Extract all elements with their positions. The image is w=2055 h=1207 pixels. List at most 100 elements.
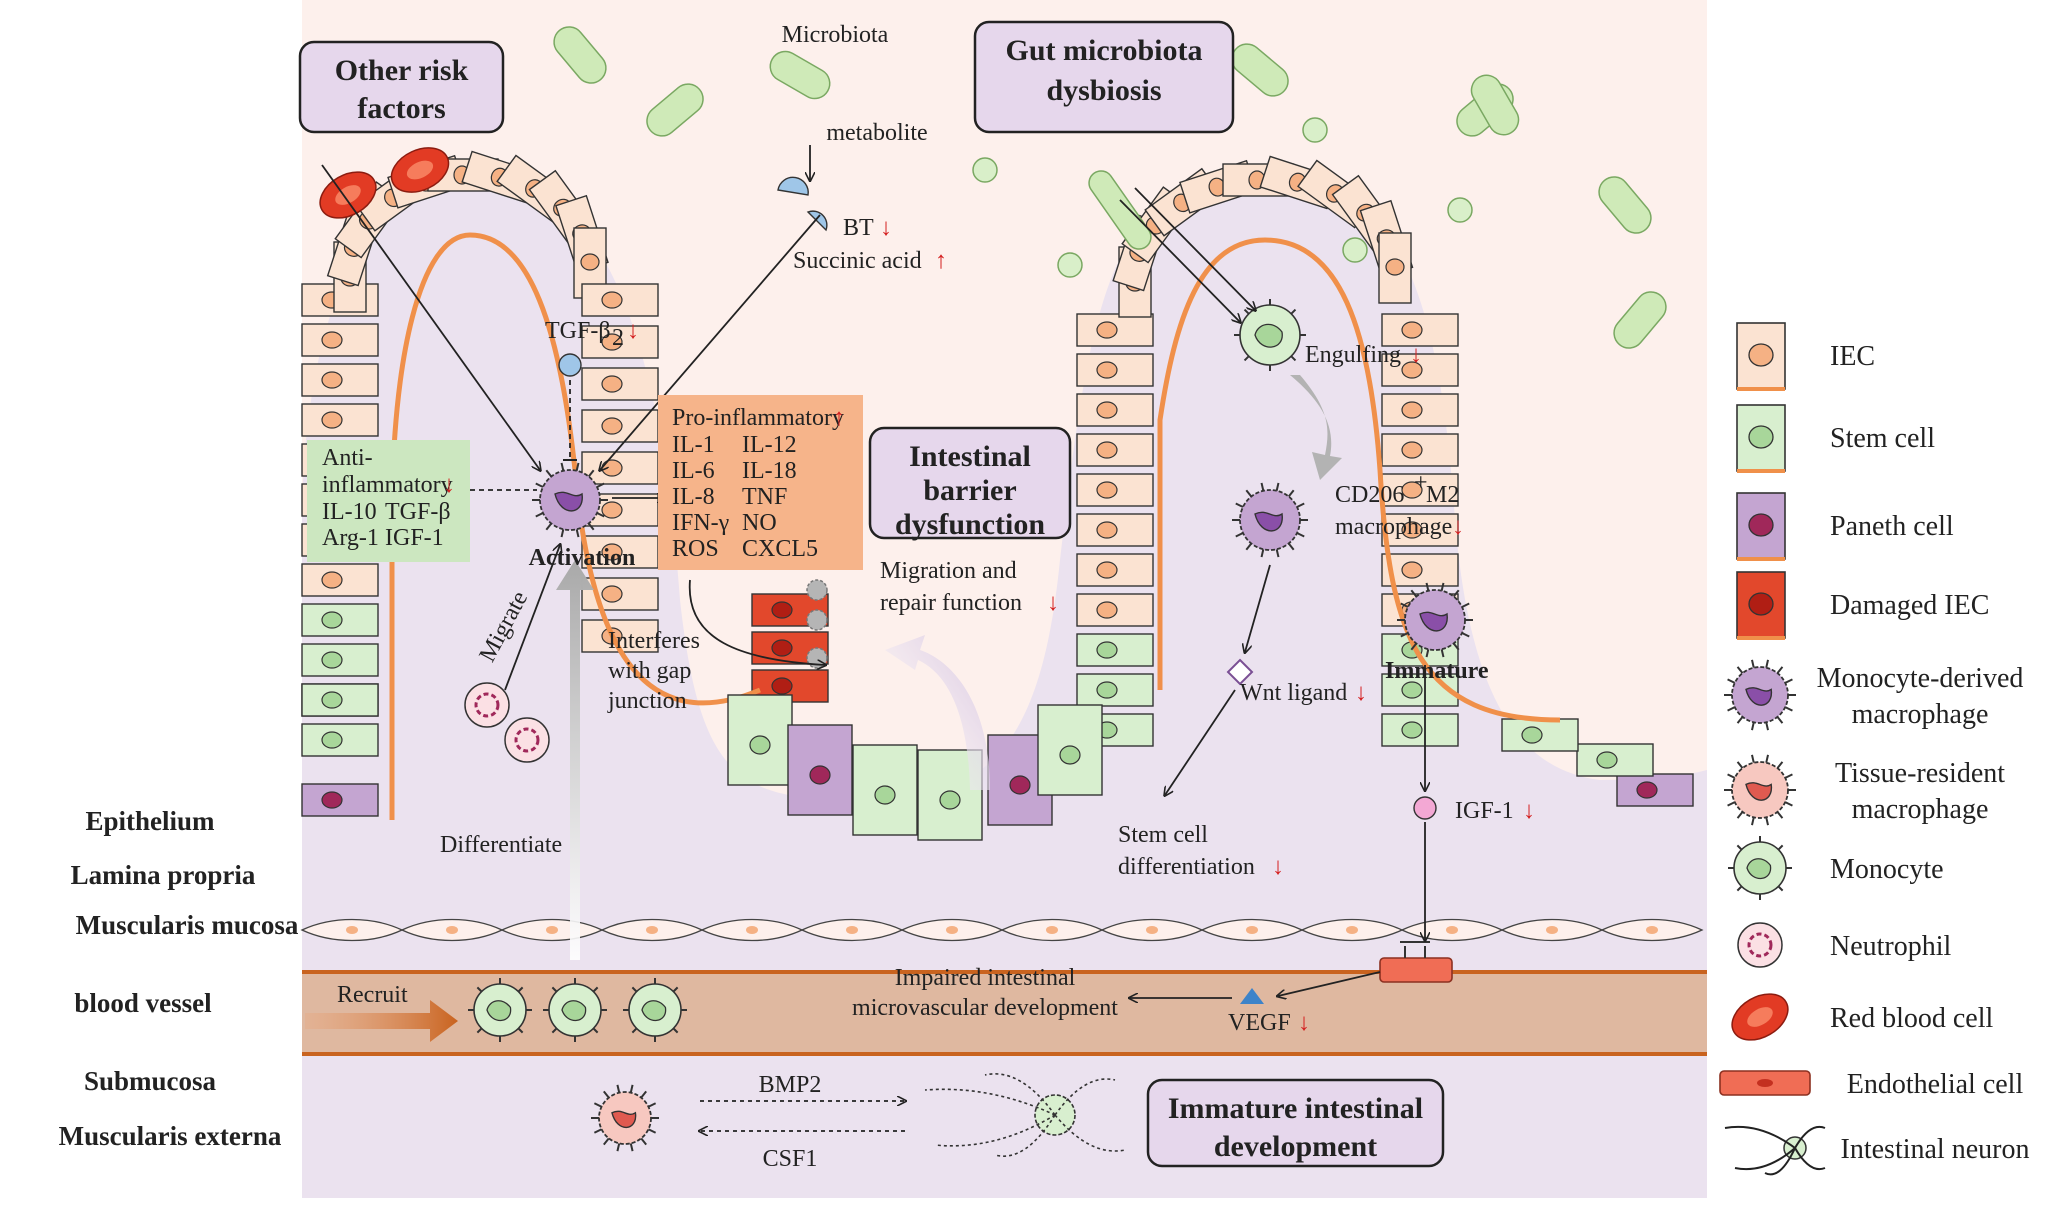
bacterium-rod-icon xyxy=(1598,176,1652,234)
up-indicator: ↑ xyxy=(833,405,845,431)
pro-cytokine: IL-12 xyxy=(742,432,797,458)
up-indicator: ↑ xyxy=(935,248,947,274)
bacterium-rod-icon xyxy=(1088,170,1152,250)
legend-label: Endothelial cell xyxy=(1847,1069,2024,1100)
legend-label: Monocyte xyxy=(1830,854,1944,885)
smooth-muscle-cell xyxy=(1100,918,1204,942)
iec-cell xyxy=(581,283,659,317)
monocyte-icon xyxy=(468,978,532,1042)
blood-vessel xyxy=(302,972,1707,1054)
interferes-arrow xyxy=(688,579,825,665)
paneth-cell-icon: Paneth cell xyxy=(1736,492,1954,561)
pro-cytokine: ROS xyxy=(672,536,719,562)
tgf-beta-molecule-icon xyxy=(558,353,582,377)
tgf-beta-subscript: 2 xyxy=(612,325,624,351)
layer-label: Muscularis externa xyxy=(59,1121,282,1151)
vegf-label: VEGF xyxy=(1228,1010,1291,1036)
engulf-arrow xyxy=(1119,199,1240,322)
bacterium-rod-icon xyxy=(769,50,831,100)
bacterium-rod-icon xyxy=(1613,291,1667,349)
bt-label: BT xyxy=(843,215,874,241)
interferes-label: junction xyxy=(607,688,687,714)
iec-cell xyxy=(1076,393,1154,427)
legend-label: Tissue-resident xyxy=(1835,758,2005,789)
activation-label: Activation xyxy=(529,545,636,571)
legend-label: Damaged IEC xyxy=(1830,590,1989,621)
csf1-label: CSF1 xyxy=(763,1146,818,1172)
immune-cells xyxy=(319,147,1473,1157)
igf-1-label: IGF-1 xyxy=(1455,798,1514,824)
cd206-superscript: + xyxy=(1414,470,1428,496)
stem-cell xyxy=(301,643,379,677)
red-blood-cell-icon xyxy=(319,171,377,219)
down-indicator: ↓ xyxy=(1355,680,1367,706)
engulfing-down-arrow xyxy=(1290,375,1342,480)
stem-cell xyxy=(727,694,793,786)
neuron-icon: Intestinal neuron xyxy=(1724,1125,2030,1176)
rbc-icon: Red blood cell xyxy=(1731,993,1994,1041)
metabolite-label: metabolite xyxy=(826,120,927,146)
iec-cell xyxy=(1381,473,1459,507)
wnt-ligand-label: Wnt ligand xyxy=(1240,680,1347,706)
smooth-muscle-cell xyxy=(1300,918,1404,942)
macrophage-label: macrophage xyxy=(1335,514,1452,540)
pro-cytokine: CXCL5 xyxy=(742,536,818,562)
cd206-m2-label: M2 xyxy=(1426,482,1459,508)
anti-title-2: inflammatory xyxy=(322,472,453,498)
migration-arc-arrow xyxy=(885,635,990,790)
activated-macrophage-icon xyxy=(532,462,608,538)
iec-cell xyxy=(1076,313,1154,347)
pro-cytokine: TNF xyxy=(742,484,787,510)
iec-cell xyxy=(1381,433,1459,467)
iec-cell xyxy=(301,363,379,397)
bacterium-rod-icon xyxy=(646,83,704,137)
iec-cell xyxy=(1381,353,1459,387)
pro-cytokine: IL-8 xyxy=(672,484,715,510)
endothelial-icon: Endothelial cell xyxy=(1719,1069,2024,1100)
bacterium-coccus-icon xyxy=(1057,252,1083,278)
legend-macrophage xyxy=(1724,659,1796,731)
monocyte-icon xyxy=(623,978,687,1042)
bt-molecule-icon xyxy=(806,210,828,232)
legend-label: Intestinal neuron xyxy=(1841,1134,2030,1165)
iec-cell xyxy=(581,535,659,569)
gap-junction-icon xyxy=(806,609,828,631)
stem-diff-arrow xyxy=(1165,689,1236,795)
stem-cell xyxy=(301,723,379,757)
cd206-label: CD206 xyxy=(1335,482,1404,508)
gap-junction-icon xyxy=(806,579,828,601)
neutrophil-icon xyxy=(464,682,510,728)
layer-label: Epithelium xyxy=(85,806,215,836)
gut-dysbiosis-box-line: dysbiosis xyxy=(1046,74,1161,107)
down-indicator: ↓ xyxy=(1298,1010,1310,1036)
legend-label: Neutrophil xyxy=(1830,931,1952,962)
anti-cytokine: TGF-β xyxy=(385,499,451,525)
risk-factor-arrow xyxy=(321,164,540,470)
stem-cell xyxy=(301,683,379,717)
bacterium-coccus-icon xyxy=(1302,117,1328,143)
neutrophil-icon xyxy=(504,717,550,763)
immature-development-box-line: development xyxy=(1214,1130,1377,1163)
wnt-arrow xyxy=(1245,564,1271,652)
lamina-propria xyxy=(302,170,1707,960)
down-indicator: ↓ xyxy=(1047,590,1059,616)
legend-rbc xyxy=(1731,993,1789,1041)
iec-icon: IEC xyxy=(1736,322,1875,391)
iec-cell xyxy=(1381,313,1459,347)
pro-cytokine: IL-18 xyxy=(742,458,797,484)
stem-cell xyxy=(1381,713,1459,747)
bacterium-coccus-icon xyxy=(972,157,998,183)
immature-cell-label: Immature xyxy=(1385,658,1489,684)
legend-label: Stem cell xyxy=(1830,423,1935,454)
tissue-resident-macrophage-icon xyxy=(591,1084,659,1152)
iec-cell xyxy=(1076,353,1154,387)
down-indicator: ↓ xyxy=(1272,854,1284,880)
